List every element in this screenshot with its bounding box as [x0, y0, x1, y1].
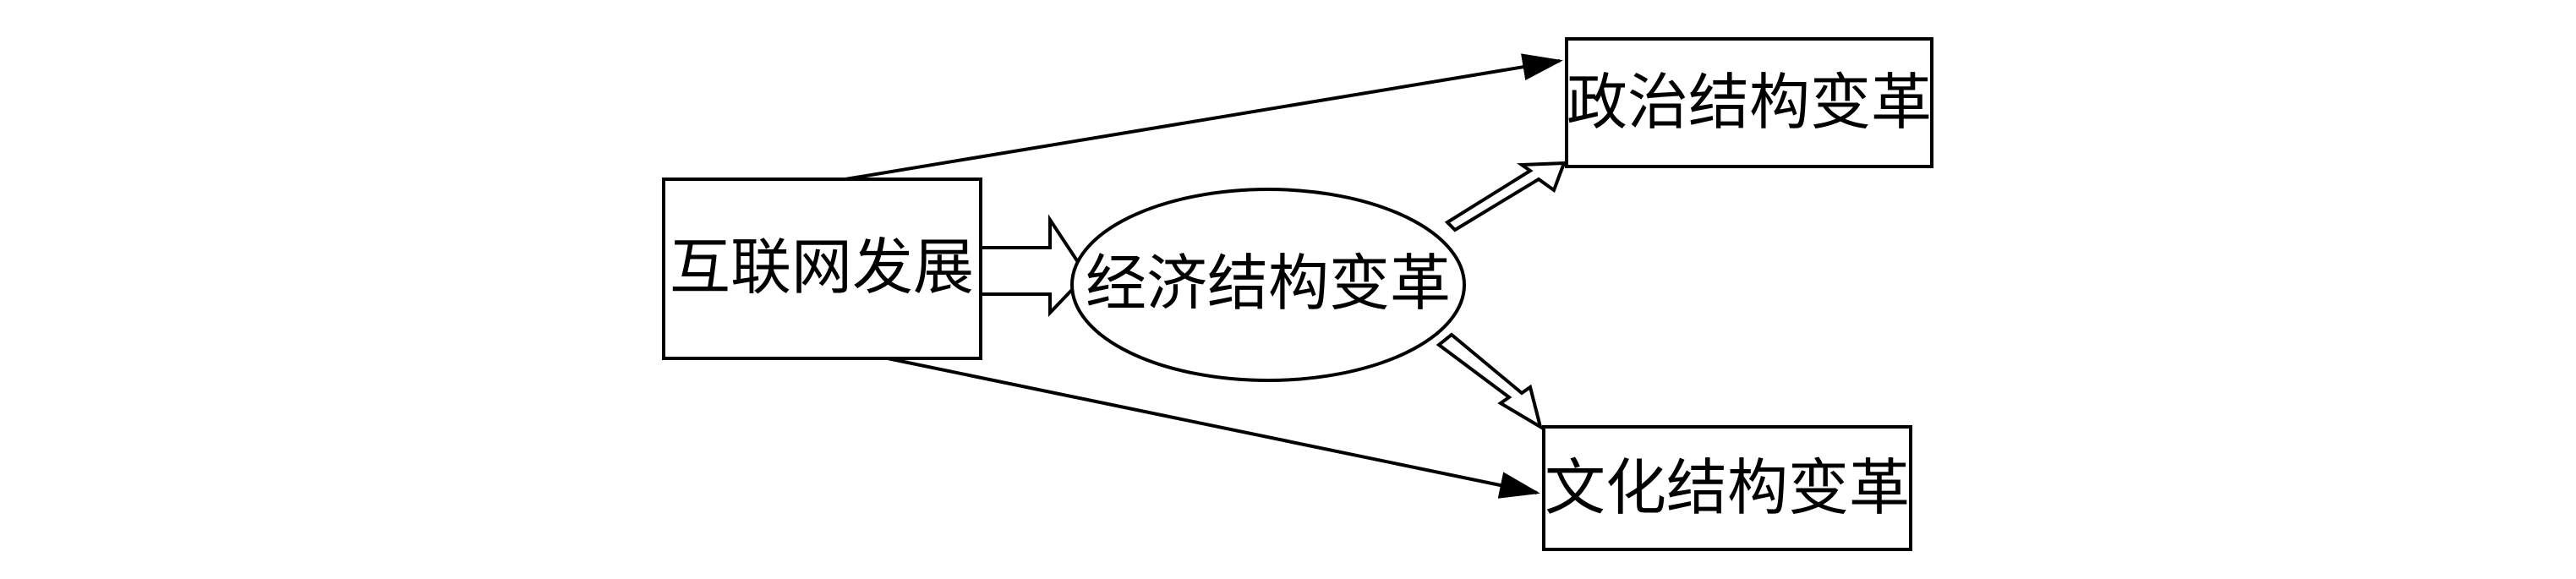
node-political-label: 政治结构变革 [1567, 67, 1932, 138]
hollow-arrow-economic-to-political [1444, 161, 1567, 232]
node-internet-development: 互联网发展 [662, 178, 982, 360]
arrow-internet-to-cultural [883, 356, 1540, 499]
node-cultural-label: 文化结构变革 [1545, 452, 1910, 523]
hollow-arrow-economic-to-cultural [1436, 332, 1544, 431]
hollow-arrow-internet-to-economic [981, 214, 1089, 317]
node-political-change: 政治结构变革 [1565, 37, 1933, 168]
node-economic-label: 经济结构变革 [1086, 248, 1451, 319]
node-economic-change: 经济结构变革 [1070, 188, 1466, 382]
node-internet-label: 互联网发展 [670, 232, 974, 303]
node-cultural-change: 文化结构变革 [1542, 425, 1912, 551]
arrow-internet-to-political [845, 53, 1563, 181]
